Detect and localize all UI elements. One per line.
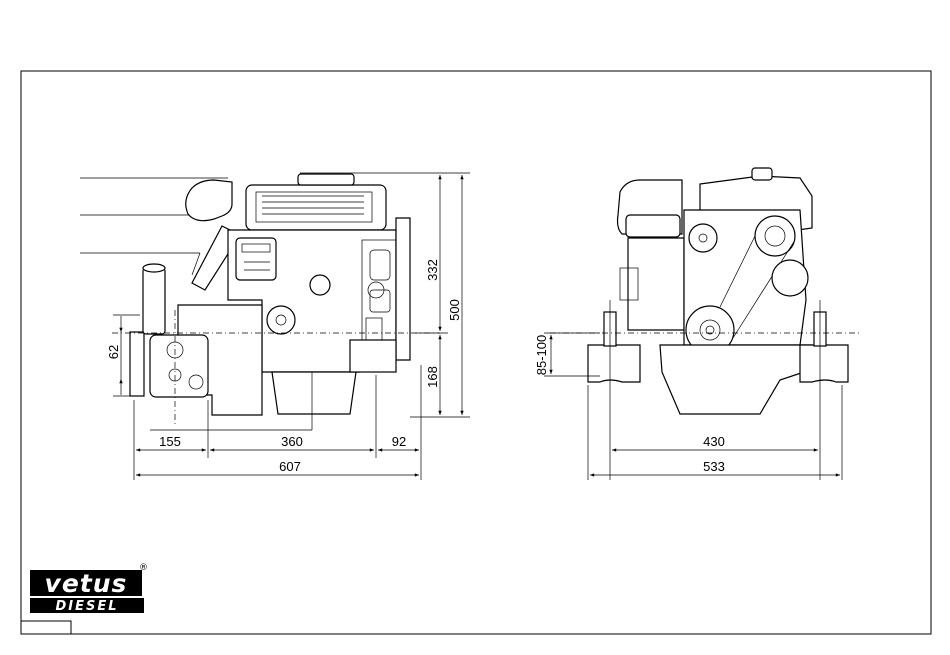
dim-label-607: 607 — [279, 459, 301, 474]
svg-text:vetus: vetus — [45, 569, 128, 598]
engine-side-view — [80, 174, 440, 425]
dim-label-533: 533 — [703, 459, 725, 474]
alternator-pulley — [689, 224, 717, 252]
dim-label-85-100: 85-100 — [534, 335, 549, 375]
dim-label-500: 500 — [447, 299, 462, 321]
title-box-small — [21, 621, 71, 634]
dim-label-430: 430 — [703, 434, 725, 449]
dim-label-332: 332 — [425, 259, 440, 281]
dim-label-92: 92 — [392, 434, 406, 449]
dim-label-62: 62 — [106, 345, 121, 359]
dim-label-360: 360 — [281, 434, 303, 449]
svg-text:DIESEL: DIESEL — [55, 599, 118, 614]
svg-text:®: ® — [139, 563, 148, 573]
dim-label-168: 168 — [425, 366, 440, 388]
vetus-diesel-logo: vetus DIESEL ® — [30, 563, 148, 614]
dim-label-155: 155 — [159, 434, 181, 449]
